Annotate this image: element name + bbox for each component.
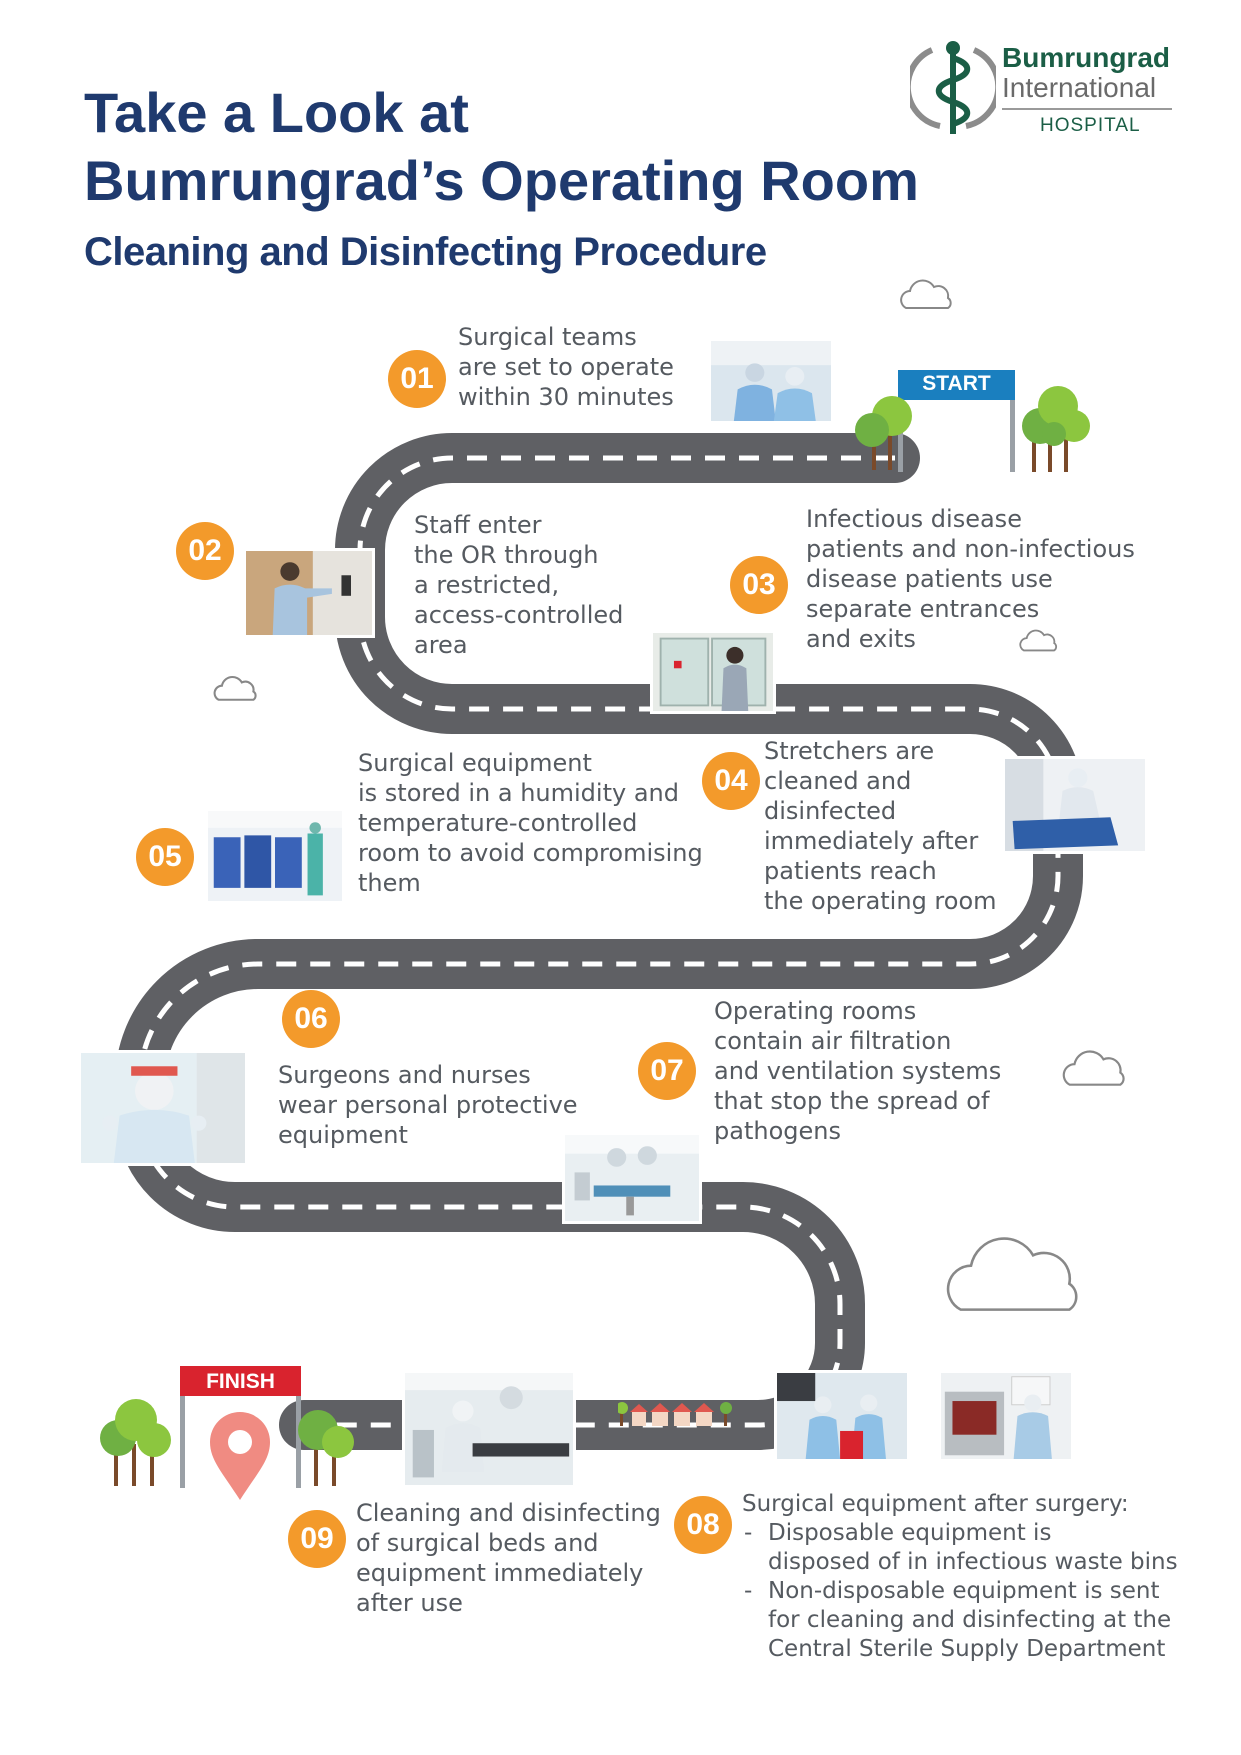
page-subtitle: Cleaning and Disinfecting Procedure <box>84 230 767 274</box>
step-04-line: disinfected <box>764 797 897 825</box>
step-07-badge: 07 <box>638 1042 696 1100</box>
cloud-icon <box>900 279 952 309</box>
town-icon <box>618 1402 732 1426</box>
step-08-list: Disposable equipment is disposed of in i… <box>742 1519 1178 1664</box>
photo-waste-disposal <box>774 1370 910 1462</box>
step-02-line: a restricted, <box>414 571 560 599</box>
step-04-badge: 04 <box>702 752 760 810</box>
photo-ppe <box>78 1050 248 1166</box>
step-09-badge: 09 <box>288 1510 346 1568</box>
step-04-line: cleaned and <box>764 767 912 795</box>
step-01-badge: 01 <box>388 350 446 408</box>
location-pin-icon <box>210 1412 270 1500</box>
step-09-line: equipment immediately <box>356 1559 644 1587</box>
step-03-line: Infectious disease <box>806 505 1022 533</box>
step-09-line: of surgical beds and <box>356 1529 599 1557</box>
step-03-line: separate entrances <box>806 595 1040 623</box>
photo-bed-cleaning <box>402 1370 576 1488</box>
tree-icon <box>1022 386 1090 472</box>
step-03-text: Infectious disease patients and non-infe… <box>806 504 1135 654</box>
cloud-icon <box>213 676 257 701</box>
step-06-badge: 06 <box>282 990 340 1048</box>
logo-subname: International <box>1002 72 1157 103</box>
step-07-line: and ventilation systems <box>714 1057 1002 1085</box>
step-07-text: Operating rooms contain air filtration a… <box>714 996 1001 1146</box>
step-02-line: area <box>414 631 468 659</box>
step-01-text: Surgical teams are set to operate within… <box>458 322 674 412</box>
step-03-badge: 03 <box>730 556 788 614</box>
photo-surgical-team <box>708 338 834 424</box>
step-08-item: Non-disposable equipment is sent for cle… <box>742 1577 1178 1664</box>
step-06-line: Surgeons and nurses <box>278 1061 531 1089</box>
step-02-line: the OR through <box>414 541 599 569</box>
cloud-icon <box>1062 1050 1125 1086</box>
tree-icon <box>855 396 912 470</box>
step-04-line: immediately after <box>764 827 979 855</box>
finish-sign: FINISH <box>206 1370 275 1393</box>
step-02-badge: 02 <box>176 522 234 580</box>
step-05-line: is stored in a humidity and <box>358 779 679 807</box>
page-title-line2: Bumrungrad’s Operating Room <box>84 149 919 212</box>
logo-name: Bumrungrad <box>1002 42 1170 73</box>
step-05-text: Surgical equipment is stored in a humidi… <box>358 748 703 898</box>
step-04-line: Stretchers are <box>764 737 935 765</box>
step-09-line: Cleaning and disinfecting <box>356 1499 661 1527</box>
step-05-line: them <box>358 869 421 897</box>
finish-sign-scene <box>100 1366 354 1500</box>
step-03-line: and exits <box>806 625 916 653</box>
step-07-line: contain air filtration <box>714 1027 952 1055</box>
tree-icon <box>100 1399 171 1486</box>
step-07-line: that stop the spread of <box>714 1087 990 1115</box>
step-03-line: patients and non-infectious <box>806 535 1135 563</box>
step-06-text: Surgeons and nurses wear personal protec… <box>278 1060 578 1150</box>
step-03-line: disease patients use <box>806 565 1053 593</box>
step-02-line: Staff enter <box>414 511 542 539</box>
photo-stretcher-cleaning <box>1002 756 1148 854</box>
page-title-line1: Take a Look at <box>84 81 469 144</box>
step-04-line: the operating room <box>764 887 997 915</box>
start-sign: START <box>922 372 991 395</box>
step-09-line: after use <box>356 1589 463 1617</box>
step-01-line: Surgical teams <box>458 323 637 351</box>
step-06-line: wear personal protective <box>278 1091 578 1119</box>
photo-separate-entrances <box>650 630 776 714</box>
logo-hospital: HOSPITAL <box>1040 115 1141 136</box>
logo-divider <box>1002 108 1172 110</box>
step-02-text: Staff enter the OR through a restricted,… <box>414 510 623 660</box>
step-05-line: Surgical equipment <box>358 749 592 777</box>
caduceus-icon <box>904 38 1002 138</box>
step-05-line: room to avoid compromising <box>358 839 703 867</box>
photo-sterile-supply <box>938 1370 1074 1462</box>
step-04-text: Stretchers are cleaned and disinfected i… <box>764 736 997 916</box>
step-01-line: are set to operate <box>458 353 674 381</box>
photo-equipment-storage <box>205 808 345 904</box>
step-01-line: within 30 minutes <box>458 383 674 411</box>
cloud-icon <box>946 1237 1078 1311</box>
step-02-line: access-controlled <box>414 601 624 629</box>
step-09-text: Cleaning and disinfecting of surgical be… <box>356 1498 661 1618</box>
step-08-text: Surgical equipment after surgery: Dispos… <box>742 1490 1178 1664</box>
step-06-line: equipment <box>278 1121 408 1149</box>
start-sign-scene <box>855 370 1090 472</box>
step-05-line: temperature-controlled <box>358 809 638 837</box>
photo-operating-room <box>562 1132 702 1224</box>
step-05-badge: 05 <box>136 828 194 886</box>
tree-icon <box>298 1410 354 1486</box>
step-08-badge: 08 <box>674 1496 732 1554</box>
photo-access-control <box>243 548 375 638</box>
cloud-icon <box>1019 629 1057 652</box>
step-07-line: pathogens <box>714 1117 841 1145</box>
step-08-lead: Surgical equipment after surgery: <box>742 1491 1129 1517</box>
step-07-line: Operating rooms <box>714 997 917 1025</box>
step-04-line: patients reach <box>764 857 937 885</box>
step-08-item: Disposable equipment is disposed of in i… <box>742 1519 1178 1577</box>
